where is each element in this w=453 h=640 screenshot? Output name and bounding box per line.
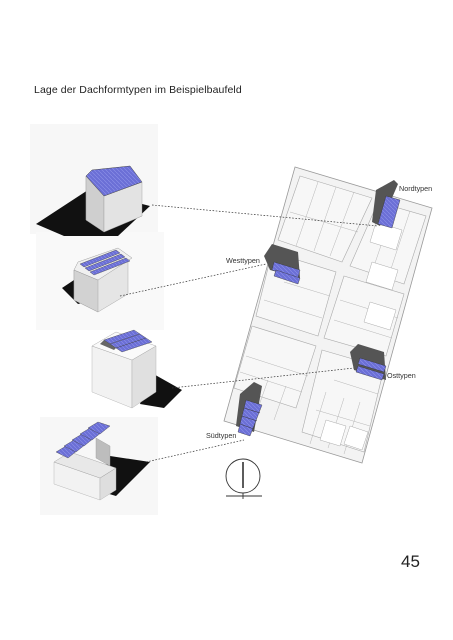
leader-lines (119, 204, 379, 463)
site-plan (223, 166, 433, 464)
page-title: Lage der Dachformtypen im Beispielbaufel… (34, 84, 242, 96)
north-arrow-icon (225, 458, 262, 499)
building-render-east (91, 329, 182, 409)
page-number: 45 (401, 552, 420, 571)
east-type-marker (350, 344, 387, 381)
plot-block (323, 275, 405, 357)
south-type-marker (236, 382, 263, 437)
building-render-north (36, 165, 150, 236)
building-render-west (62, 247, 133, 313)
solar-roof (85, 165, 143, 197)
building-render-south (53, 421, 150, 501)
label-south: Südtypen (206, 431, 236, 440)
label-north: Nordtypen (399, 184, 432, 193)
label-east: Osttypen (387, 371, 416, 380)
north-type-marker (372, 180, 401, 229)
label-west: Westtypen (226, 256, 260, 265)
west-type-marker (264, 244, 301, 285)
